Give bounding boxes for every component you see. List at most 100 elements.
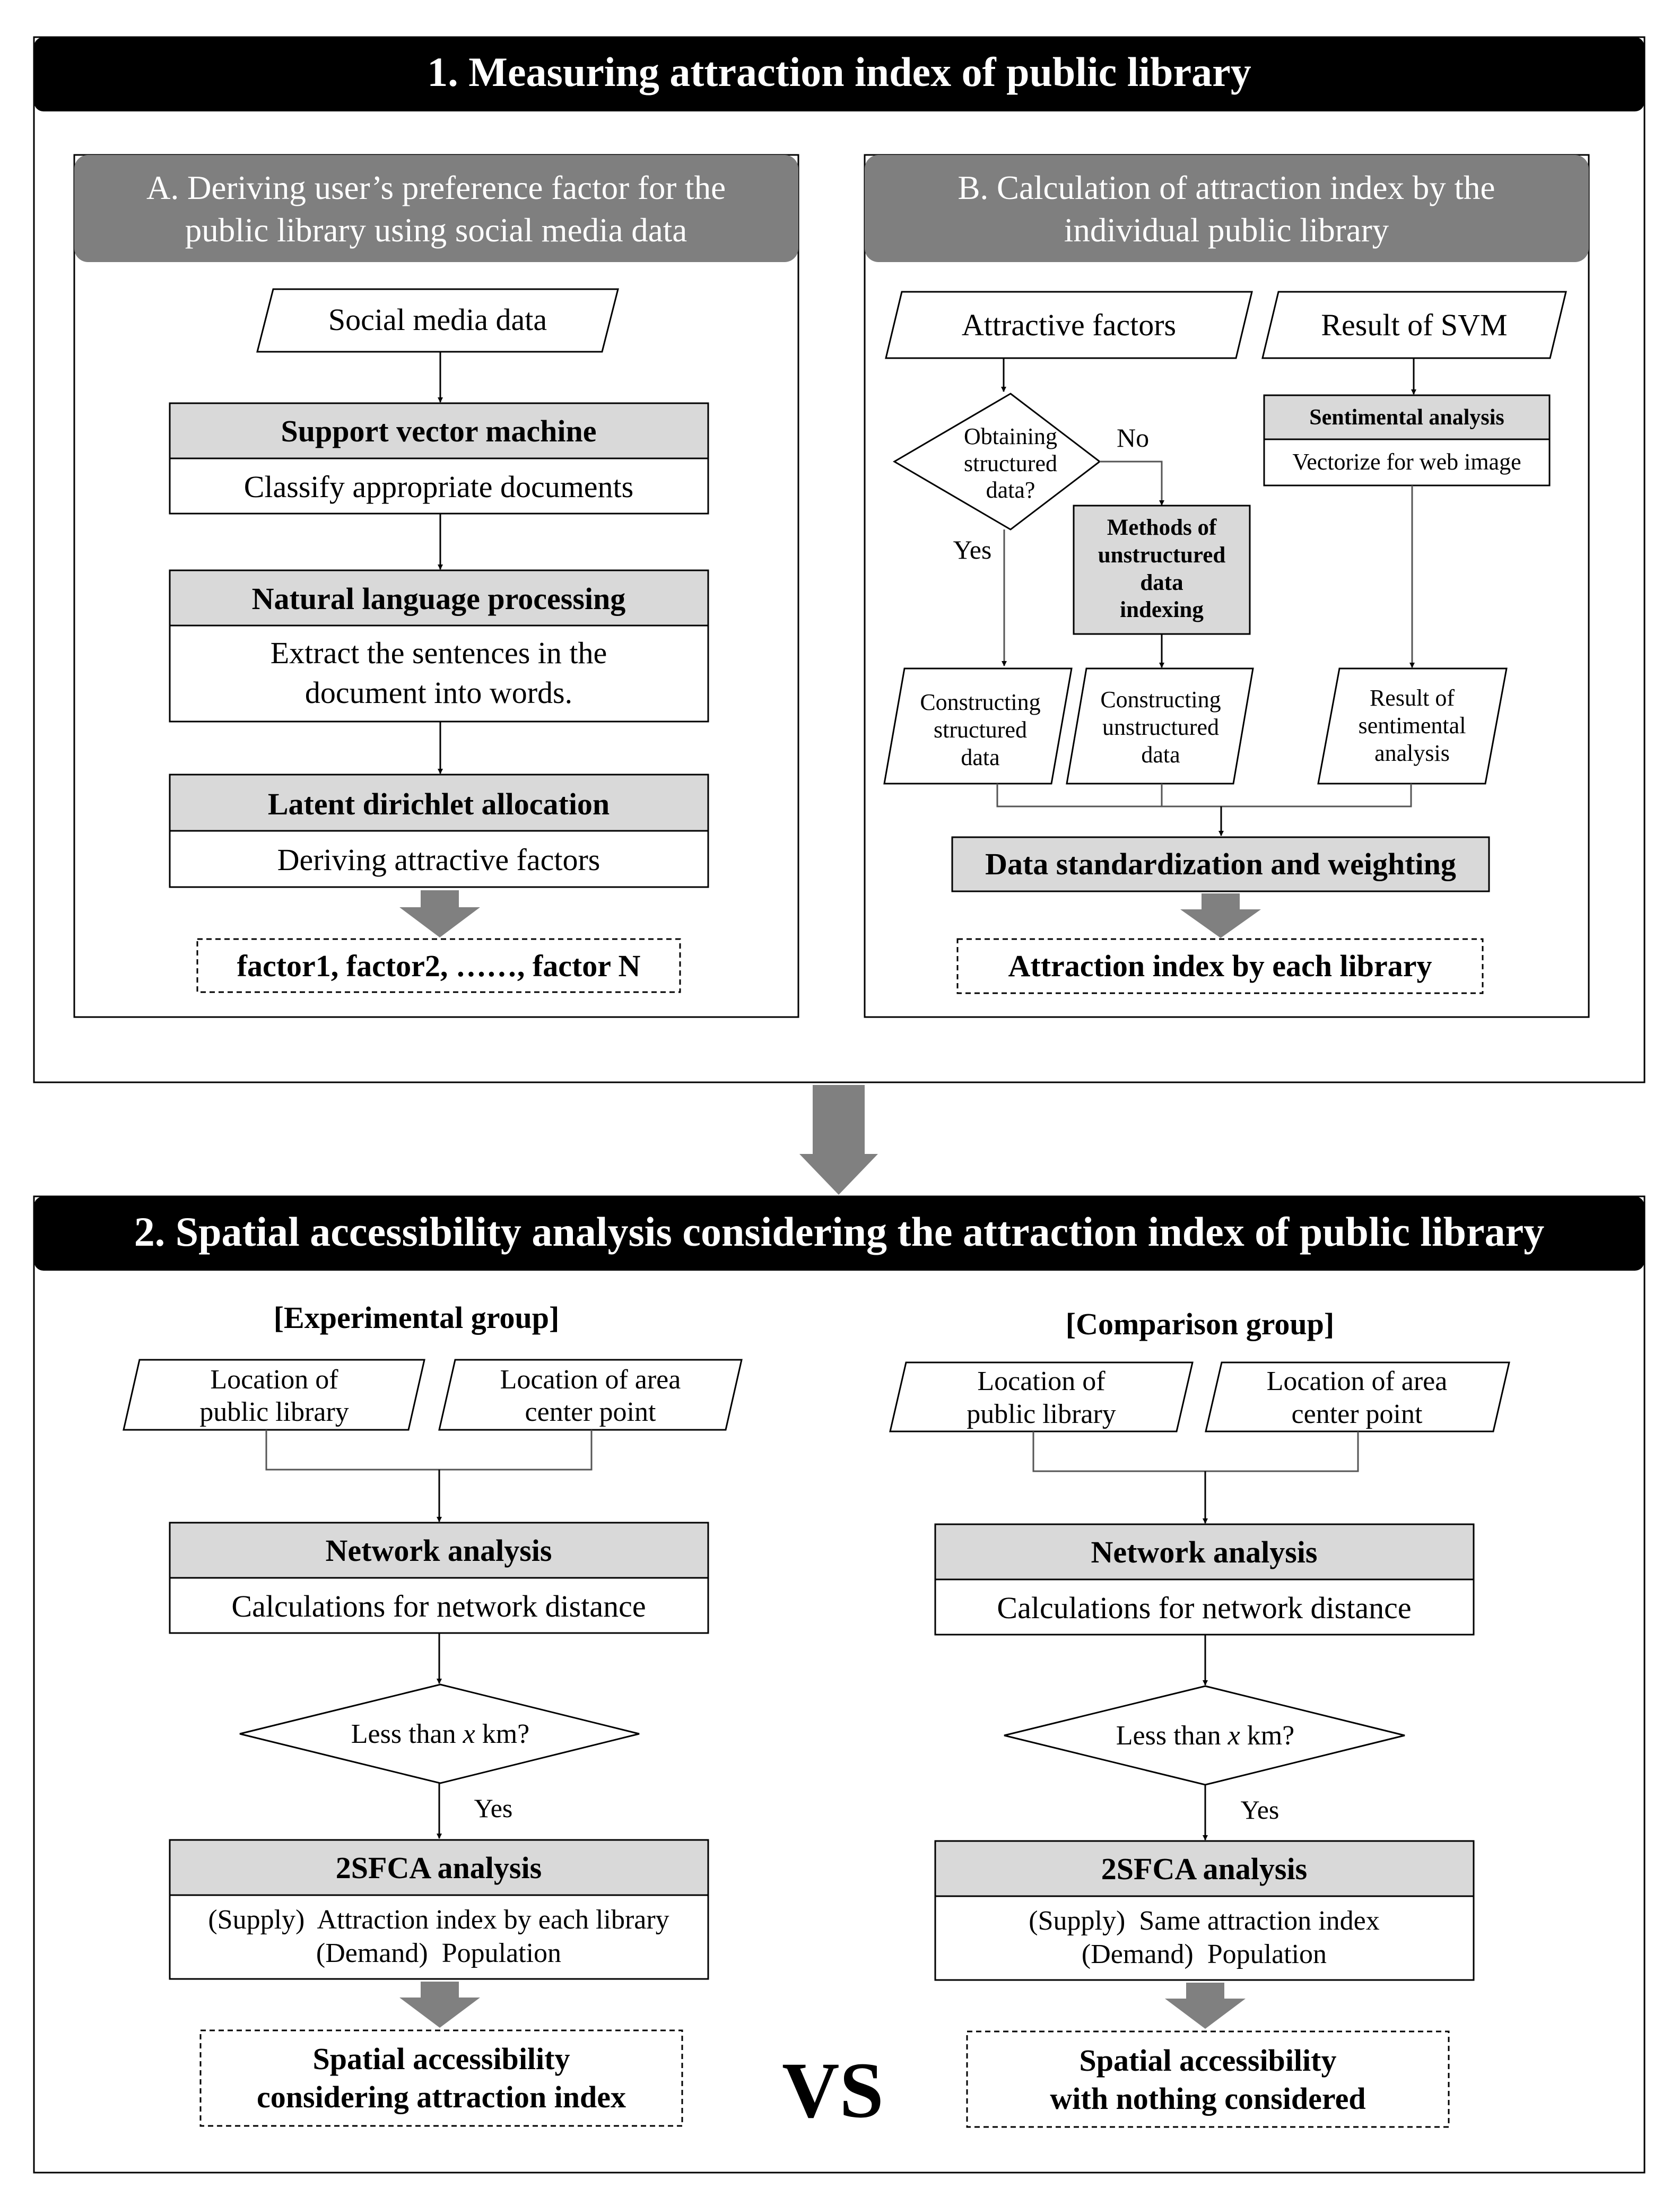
experimental-group: [Experimental group] Location of public … [123,1300,743,2127]
cmp-in2-line2: center point [1292,1399,1423,1429]
lda-title: Latent dirichlet allocation [268,787,610,821]
methods-line4: indexing [1120,597,1204,622]
experimental-label: [Experimental group] [274,1300,560,1335]
structured-decision-shape [893,393,1101,531]
lda-body: Deriving attractive factors [277,843,600,877]
cmp-output-line1: Spatial accessibility [1080,2043,1337,2078]
exp-yes-label: Yes [474,1793,513,1823]
cmp-in2-shape [1205,1361,1510,1432]
exp-block-arrow [399,1982,480,2028]
panel-a-header-line2: public library using social media data [185,212,687,249]
cmp-2sfca-body-line2: (Demand) Population [1082,1939,1327,1969]
exp-output-line1: Spatial accessibility [313,2042,570,2076]
cmp-2sfca-body-line1: (Supply) Same attraction index [1029,1906,1379,1936]
decision-yes-label: Yes [953,535,992,565]
exp-2sfca-title-fill [169,1839,709,1896]
out-structured-line3: data [961,744,999,770]
panel-b-header-line2: individual public library [1064,212,1389,249]
cmp-network-body: Calculations for network distance [997,1591,1411,1625]
cmp-yes-label: Yes [1241,1795,1279,1825]
panel-b-output: Attraction index by each library [1008,949,1432,983]
lda-title-fill [169,774,709,832]
panel-a-input-shape [256,288,619,353]
exp-decision-var: x [463,1719,475,1749]
section2-title-bar [34,1196,1644,1271]
panel-a-input: Social media data [328,302,547,337]
out-unstructured-line1: Constructing [1100,687,1221,713]
nlp-body-line2: document into words. [305,675,572,710]
sentiment-body: Vectorize for web image [1292,449,1521,475]
out-sentiment-line1: Result of [1370,685,1455,711]
exp-in2-line1: Location of area [500,1365,681,1395]
section1-title-bar [34,37,1644,111]
svm-title: Support vector machine [281,414,596,448]
section-connector-arrow [799,1085,878,1195]
exp-2sfca-body-line2: (Demand) Population [316,1938,561,1968]
result-svm: Result of SVM [1321,308,1507,342]
exp-decision-post: km? [475,1719,530,1749]
exp-decision-pre: Less than [351,1719,463,1749]
cmp-in1-line1: Location of [977,1366,1106,1396]
sentiment-title-fill [1263,394,1551,440]
exp-network-body: Calculations for network distance [231,1589,646,1623]
decision-no-label: No [1117,423,1149,453]
panel-a-header [74,155,798,262]
out-sentiment-shape [1317,667,1508,785]
exp-in2-line2: center point [525,1397,656,1427]
exp-output-line2: considering attraction index [257,2080,626,2114]
sentiment-title: Sentimental analysis [1309,405,1504,430]
out-sentiment-line3: analysis [1374,740,1450,766]
standardize-box [951,836,1490,892]
cmp-2sfca-title: 2SFCA analysis [1101,1852,1307,1886]
section2-frame [33,1195,1646,2174]
cmp-2sfca-title-fill [934,1840,1475,1897]
out-structured-line1: Constructing [920,689,1040,715]
cmp-decision-post: km? [1240,1721,1295,1751]
section1-title: 1. Measuring attraction index of public … [427,49,1251,95]
nlp-title: Natural language processing [252,581,626,616]
exp-in1-line1: Location of [210,1365,338,1395]
panel-a-output: factor1, factor2, ……, factor N [237,949,641,983]
exp-decision-shape [239,1683,640,1784]
structured-decision-line2: structured [964,450,1057,476]
out-unstructured-line2: unstructured [1102,714,1219,740]
cmp-in1-line2: public library [967,1399,1116,1429]
vs-label: VS [782,2046,884,2134]
panel-b-header-line1: B. Calculation of attraction index by th… [958,169,1495,206]
exp-2sfca-title: 2SFCA analysis [336,1851,542,1885]
nlp-title-fill [169,569,709,627]
methods-line1: Methods of [1107,515,1217,540]
structured-decision-line1: Obtaining [964,423,1057,449]
attractive-factors: Attractive factors [962,308,1176,342]
methods-line3: data [1140,570,1183,595]
panel-a-block-arrow [399,890,480,937]
panel-b-output-box [956,938,1484,994]
cmp-decision: Less than x km? [1116,1721,1294,1751]
panel-a-header-line1: A. Deriving user’s preference factor for… [146,169,726,206]
cmp-decision-pre: Less than [1116,1721,1228,1751]
exp-network-title-fill [169,1522,709,1579]
panel-b: B. Calculation of attraction index by th… [864,154,1590,1018]
structured-decision-line3: data? [986,477,1035,503]
panel-a: A. Deriving user’s preference factor for… [73,154,799,1018]
cmp-decision-var: x [1228,1721,1240,1751]
exp-network-title: Network analysis [326,1533,552,1568]
out-structured-shape [883,667,1073,785]
cmp-output-line2: with nothing considered [1050,2081,1365,2116]
cmp-network-title-fill [934,1523,1475,1581]
methods-line2: unstructured [1098,543,1226,568]
cmp-in2-line1: Location of area [1267,1366,1448,1396]
panel-b-block-arrow [1180,893,1261,938]
result-svm-shape [1261,291,1567,359]
exp-2sfca-body-line1: (Supply) Attraction index by each librar… [208,1905,669,1935]
cmp-network-title: Network analysis [1091,1535,1318,1569]
out-unstructured-shape [1066,667,1254,785]
svm-title-fill [169,402,709,459]
comparison-label: [Comparison group] [1066,1307,1334,1341]
cmp-output-box [966,2030,1450,2128]
svm-body: Classify appropriate documents [244,470,634,504]
comparison-group: [Comparison group] Location of public li… [889,1307,1510,2128]
exp-output-box [199,2029,683,2127]
exp-decision: Less than x km? [351,1719,529,1749]
